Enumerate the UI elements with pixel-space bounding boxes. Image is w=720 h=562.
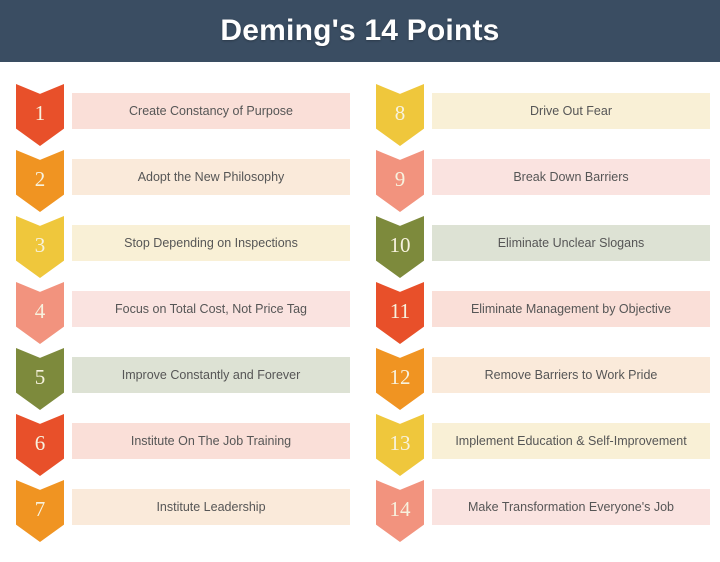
- point-number: 11: [389, 298, 411, 323]
- point-row: 6 Institute On The Job Training: [0, 414, 360, 480]
- point-label-bar: Institute On The Job Training: [72, 423, 350, 459]
- point-label: Institute On The Job Training: [130, 434, 292, 448]
- point-label: Institute Leadership: [156, 500, 266, 514]
- chevron-marker: 5: [16, 348, 64, 410]
- chevron-marker: 12: [376, 348, 424, 410]
- chevron-marker: 2: [16, 150, 64, 212]
- point-label: Create Constancy of Purpose: [129, 104, 293, 118]
- point-label-bar: Break Down Barriers: [432, 159, 710, 195]
- chevron-marker: 1: [16, 84, 64, 146]
- point-number: 8: [394, 100, 406, 125]
- point-label: Implement Education & Self-Improvement: [455, 434, 687, 448]
- point-label-bar: Focus on Total Cost, Not Price Tag: [72, 291, 350, 327]
- points-columns: 1 Create Constancy of Purpose 2 Adopt the N…: [0, 62, 720, 562]
- point-number: 1: [34, 100, 46, 125]
- point-row: 4 Focus on Total Cost, Not Price Tag: [0, 282, 360, 348]
- point-number: 13: [389, 430, 411, 455]
- chevron-marker: 4: [16, 282, 64, 344]
- point-label-bar: Eliminate Management by Objective: [432, 291, 710, 327]
- point-number: 3: [34, 232, 46, 257]
- chevron-marker: 10: [376, 216, 424, 278]
- page-title: Deming's 14 Points: [220, 14, 500, 47]
- chevron-marker: 8: [376, 84, 424, 146]
- point-label: Remove Barriers to Work Pride: [484, 368, 658, 382]
- chevron-marker: 14: [376, 480, 424, 542]
- chevron-marker: 11: [376, 282, 424, 344]
- chevron-marker: 7: [16, 480, 64, 542]
- point-row: 2 Adopt the New Philosophy: [0, 150, 360, 216]
- chevron-marker: 3: [16, 216, 64, 278]
- point-label-bar: Make Transformation Everyone's Job: [432, 489, 710, 525]
- point-number: 5: [34, 364, 46, 389]
- point-label-bar: Implement Education & Self-Improvement: [432, 423, 710, 459]
- point-label: Drive Out Fear: [530, 104, 612, 118]
- point-number: 9: [394, 166, 406, 191]
- point-label: Make Transformation Everyone's Job: [468, 500, 674, 514]
- point-label: Eliminate Unclear Slogans: [497, 236, 645, 250]
- point-row: 1 Create Constancy of Purpose: [0, 84, 360, 150]
- point-row: 11 Eliminate Management by Objective: [360, 282, 720, 348]
- point-label-bar: Remove Barriers to Work Pride: [432, 357, 710, 393]
- point-label-bar: Drive Out Fear: [432, 93, 710, 129]
- point-label-bar: Improve Constantly and Forever: [72, 357, 350, 393]
- point-label: Focus on Total Cost, Not Price Tag: [115, 302, 307, 316]
- header-band: Deming's 14 Points: [0, 0, 720, 62]
- point-number: 10: [389, 232, 411, 257]
- chevron-marker: 6: [16, 414, 64, 476]
- point-row: 7 Institute Leadership: [0, 480, 360, 546]
- point-label: Stop Depending on Inspections: [124, 236, 298, 250]
- point-row: 13 Implement Education & Self-Improvement: [360, 414, 720, 480]
- point-number: 2: [34, 166, 46, 191]
- point-number: 7: [34, 496, 46, 521]
- point-row: 14 Make Transformation Everyone's Job: [360, 480, 720, 546]
- point-label-bar: Stop Depending on Inspections: [72, 225, 350, 261]
- point-label-bar: Institute Leadership: [72, 489, 350, 525]
- point-row: 12 Remove Barriers to Work Pride: [360, 348, 720, 414]
- point-label: Eliminate Management by Objective: [470, 302, 672, 316]
- point-label: Improve Constantly and Forever: [121, 368, 301, 382]
- point-number: 14: [389, 496, 411, 521]
- point-row: 9 Break Down Barriers: [360, 150, 720, 216]
- point-number: 6: [34, 430, 46, 455]
- point-row: 10 Eliminate Unclear Slogans: [360, 216, 720, 282]
- point-row: 5 Improve Constantly and Forever: [0, 348, 360, 414]
- points-column-left: 1 Create Constancy of Purpose 2 Adopt the N…: [0, 62, 360, 562]
- chevron-marker: 9: [376, 150, 424, 212]
- point-row: 3 Stop Depending on Inspections: [0, 216, 360, 282]
- point-label: Break Down Barriers: [513, 170, 629, 184]
- point-number: 12: [389, 364, 411, 389]
- point-number: 4: [34, 298, 46, 323]
- point-label-bar: Eliminate Unclear Slogans: [432, 225, 710, 261]
- point-label-bar: Create Constancy of Purpose: [72, 93, 350, 129]
- point-label-bar: Adopt the New Philosophy: [72, 159, 350, 195]
- chevron-marker: 13: [376, 414, 424, 476]
- point-label: Adopt the New Philosophy: [137, 170, 285, 184]
- point-row: 8 Drive Out Fear: [360, 84, 720, 150]
